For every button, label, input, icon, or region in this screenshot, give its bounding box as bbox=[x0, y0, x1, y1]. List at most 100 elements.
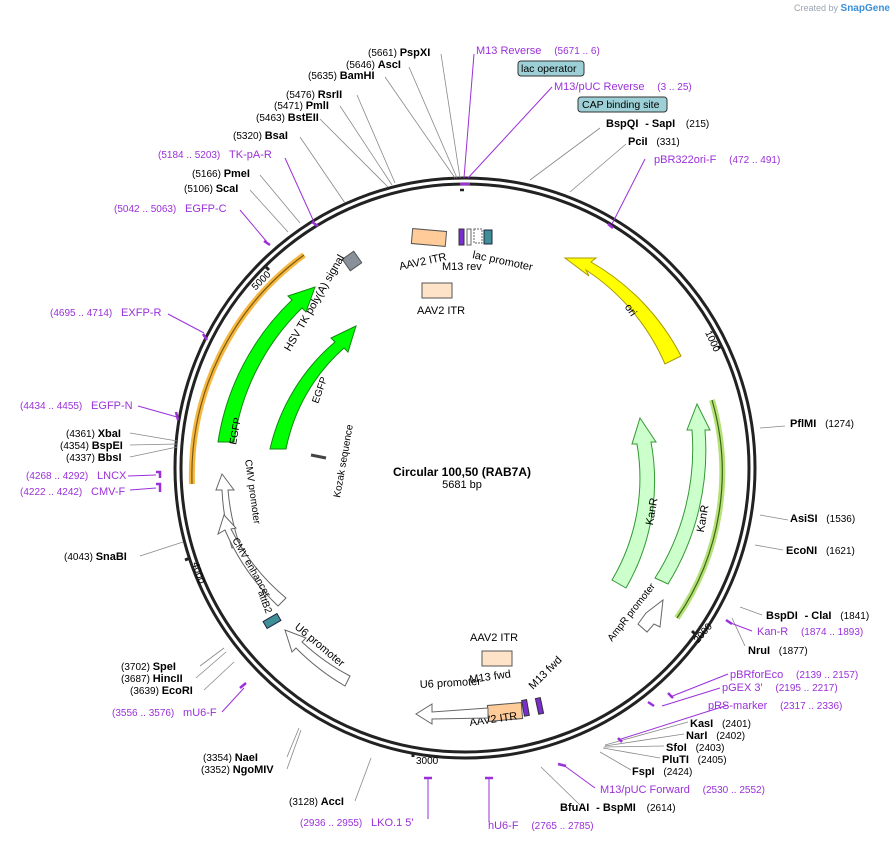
enzyme-label: (5476) RsrII bbox=[286, 89, 342, 101]
ruler-label-3000: 3000 bbox=[416, 756, 439, 767]
cap-binding-box bbox=[577, 96, 668, 113]
primer-label: (2936 .. 2955) LKO.1 5' bbox=[300, 817, 414, 829]
enzyme-label: (4043) SnaBI bbox=[64, 551, 127, 563]
aav2-itr-box-mid bbox=[421, 282, 453, 299]
lac-promoter-marker bbox=[473, 228, 483, 244]
enzyme-label: BfuAI - BspMI (2614) bbox=[560, 802, 676, 814]
egfp-label-outer: EGFP bbox=[228, 416, 244, 445]
primer-ticks bbox=[156, 182, 733, 780]
enzyme-label: PflMI (1274) bbox=[790, 418, 854, 430]
aav2-itr-label-low: AAV2 ITR bbox=[470, 632, 518, 644]
primer-label: (5042 .. 5063) EGFP-C bbox=[114, 203, 227, 215]
enzyme-label: (5166) PmeI bbox=[192, 168, 250, 180]
hsv-tk-polya-box bbox=[341, 250, 363, 272]
enzyme-label: (5106) ScaI bbox=[184, 183, 238, 195]
kanr-arrow-outer bbox=[654, 402, 711, 585]
cmv-enhancer-arrow bbox=[217, 514, 287, 607]
ruler-label-1000: 1000 bbox=[702, 329, 722, 354]
enzyme-label: (3354) NaeI bbox=[203, 752, 258, 764]
ori-arrow bbox=[563, 257, 682, 365]
enzyme-labels: (5661) PspXI (5646) AscI (5635) BamHI (5… bbox=[60, 47, 869, 814]
aav2-itr-box-top bbox=[410, 228, 448, 247]
enzyme-label: (4354) BspEI bbox=[60, 440, 123, 452]
primer-label: pBR322ori-F (472 .. 491) bbox=[654, 154, 780, 166]
ori-label: ori bbox=[622, 302, 639, 319]
primer-label: M13/pUC Reverse (3 .. 25) bbox=[554, 81, 692, 93]
kanr-arrow-inner bbox=[611, 416, 657, 589]
aav2-itr-label-mid: AAV2 ITR bbox=[417, 305, 465, 317]
enzyme-label: (3702) SpeI bbox=[121, 661, 176, 673]
backbone-outer bbox=[173, 176, 757, 760]
enzyme-label: KasI (2401) bbox=[690, 718, 751, 730]
orange-highlight-core bbox=[191, 254, 305, 485]
primer-label: (3556 .. 3576) mU6-F bbox=[112, 707, 217, 719]
lac-operator-box bbox=[517, 60, 585, 77]
kanr-label-inner: KanR bbox=[644, 497, 661, 526]
cmv-promoter-label: CMV promoter bbox=[242, 459, 262, 526]
m13-fwd-marker-a bbox=[521, 699, 530, 717]
primer-label: (5184 .. 5203) TK-pA-R bbox=[158, 149, 272, 161]
lac-operator-marker bbox=[466, 228, 472, 246]
m13-fwd-label-b: M13 fwd bbox=[527, 654, 565, 692]
kanr-label-outer: KanR bbox=[695, 504, 712, 533]
enzyme-label: (4337) BbsI bbox=[66, 452, 122, 464]
ruler-ticks bbox=[184, 264, 723, 757]
plasmid-name: Circular 100,50 (RAB7A) bbox=[393, 465, 531, 479]
green-highlight-core bbox=[676, 399, 723, 619]
enzyme-label: AsiSI (1536) bbox=[790, 513, 855, 525]
enzyme-label: (5471) PmlI bbox=[274, 100, 329, 112]
cap-binding-label: CAP binding site bbox=[582, 99, 660, 111]
aav2-itr-label-top: AAV2 ITR bbox=[398, 251, 448, 273]
m13-fwd-marker-b bbox=[534, 696, 545, 715]
attb2-box bbox=[262, 612, 282, 630]
cap-site-marker bbox=[483, 229, 493, 245]
m13-rev-label: M13 rev bbox=[442, 261, 482, 273]
primer-label: (4222 .. 4242) CMV-F bbox=[20, 486, 126, 498]
enzyme-label: (5661) PspXI bbox=[368, 47, 430, 59]
primer-label: pBRforEco (2139 .. 2157) bbox=[730, 669, 858, 681]
primer-label: Kan-R (1874 .. 1893) bbox=[757, 626, 863, 638]
egfp-arrow-outer bbox=[217, 286, 316, 443]
primer-label: pGEX 3' (2195 .. 2217) bbox=[722, 682, 838, 694]
enzyme-label: (5320) BsaI bbox=[233, 130, 288, 142]
enzyme-label: (3687) HincII bbox=[121, 673, 183, 685]
enzyme-label: (3639) EcoRI bbox=[130, 685, 193, 697]
m13-rev-marker bbox=[458, 228, 465, 246]
ruler-label-2000: 2000 bbox=[692, 621, 715, 645]
ruler-label-4000: 4000 bbox=[189, 561, 206, 586]
primer-label: hU6-F (2765 .. 2785) bbox=[488, 820, 594, 832]
enzyme-label: BspQI - SapI (215) bbox=[606, 118, 709, 130]
enzyme-label: NruI (1877) bbox=[748, 645, 808, 657]
m13-fwd-label-a: M13 fwd bbox=[469, 668, 512, 686]
primer-labels: M13 Reverse (5671 .. 6) M13/pUC Reverse … bbox=[20, 45, 863, 832]
enzyme-label: NarI (2402) bbox=[686, 730, 745, 742]
credit-note: Created by SnapGene bbox=[793, 3, 890, 14]
egfp-arrow-inner bbox=[269, 325, 357, 450]
lac-operator-label: lac operator bbox=[521, 63, 577, 75]
enzyme-label: (5635) BamHI bbox=[308, 70, 375, 82]
plasmid-length: 5681 bp bbox=[442, 479, 482, 491]
snapgene-logo: SnapGene bbox=[840, 3, 890, 14]
enzyme-label: (3128) AccI bbox=[289, 796, 344, 808]
enzyme-label: (3352) NgoMIV bbox=[201, 764, 274, 776]
enzyme-label: (5646) AscI bbox=[346, 59, 401, 71]
primer-label: (4268 .. 4292) LNCX bbox=[26, 470, 127, 482]
ampr-promoter-arrow bbox=[637, 598, 664, 633]
enzyme-label: (4361) XbaI bbox=[66, 428, 121, 440]
kozak-label: Kozak sequence bbox=[332, 423, 356, 498]
enzyme-label: EcoNI (1621) bbox=[786, 545, 855, 557]
kozak-mark bbox=[310, 453, 327, 460]
primer-label: (4434 .. 4455) EGFP-N bbox=[20, 400, 133, 412]
enzyme-label: FspI (2424) bbox=[632, 766, 692, 778]
aav2-itr-box-low bbox=[481, 650, 513, 667]
primer-label: (4695 .. 4714) EXFP-R bbox=[50, 307, 161, 319]
primer-label: M13 Reverse (5671 .. 6) bbox=[476, 45, 600, 57]
primer-connector-lines bbox=[127, 53, 753, 822]
enzyme-label: BspDI - ClaI (1841) bbox=[766, 610, 869, 622]
enzyme-label: PluTI (2405) bbox=[662, 754, 727, 766]
primer-label: M13/pUC Forward (2530 .. 2552) bbox=[600, 784, 765, 796]
u6-promoter-label-bottom: U6 promoter bbox=[420, 676, 482, 691]
enzyme-label: PciI (331) bbox=[628, 136, 680, 148]
primer-label: pRS-marker (2317 .. 2336) bbox=[708, 700, 842, 712]
